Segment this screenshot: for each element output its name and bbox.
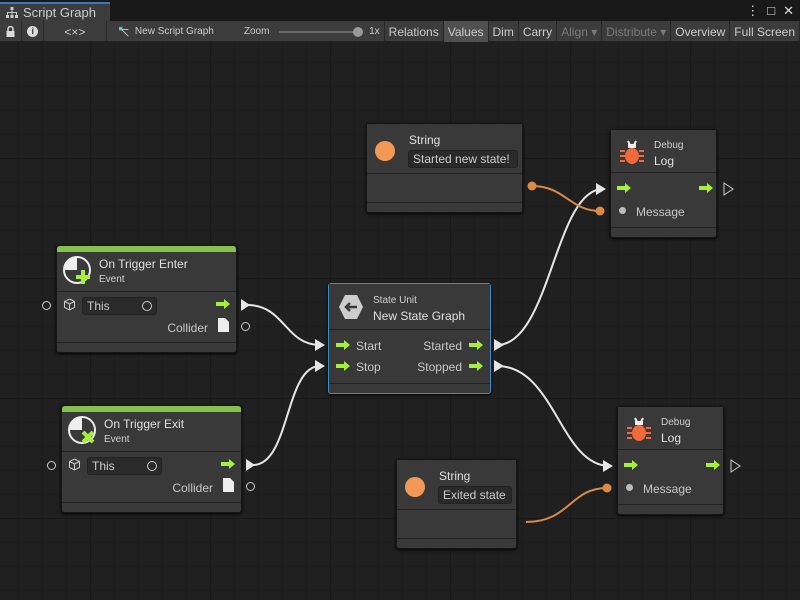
hierarchy-icon <box>6 6 18 18</box>
lock-icon <box>6 26 15 37</box>
output-port[interactable] <box>246 482 255 491</box>
code-button[interactable]: <×> <box>44 21 107 42</box>
node-title: Log <box>654 154 675 168</box>
node-subtitle: Debug <box>661 417 691 428</box>
bug-icon <box>620 140 644 164</box>
flow-arrow-icon <box>336 361 350 371</box>
tab-script-graph[interactable]: Script Graph <box>0 2 110 21</box>
target-value: This <box>92 459 115 473</box>
output-label: Collider <box>172 481 213 495</box>
gameobject-icon <box>64 298 75 311</box>
target-value: This <box>87 299 110 313</box>
flow-arrow-icon <box>336 340 350 350</box>
node-string-started[interactable]: String Started new state! <box>366 123 523 213</box>
node-subtitle: Debug <box>654 140 684 151</box>
input-port[interactable] <box>47 461 56 470</box>
trigger-enter-icon <box>63 256 91 284</box>
overview-button[interactable]: Overview <box>671 21 731 42</box>
node-on-trigger-exit[interactable]: On Trigger Exit Event This Collider <box>61 405 242 513</box>
info-button[interactable]: i <box>22 21 44 42</box>
values-button[interactable]: Values <box>443 21 489 42</box>
gameobject-icon <box>69 458 80 471</box>
document-icon <box>223 478 234 492</box>
string-value-field[interactable]: Exited state <box>438 486 512 504</box>
message-label: Message <box>643 482 692 496</box>
started-port-label: Started <box>423 339 462 353</box>
node-title: String <box>439 469 471 483</box>
graph-breadcrumb: New Script Graph Zoom 1x <box>107 21 385 42</box>
flow-arrow-icon <box>469 361 483 371</box>
info-icon: i <box>27 26 39 37</box>
string-icon <box>405 477 425 497</box>
output-port[interactable] <box>241 322 250 331</box>
node-title: New State Graph <box>373 309 466 323</box>
zoom-label: Zoom <box>243 26 270 37</box>
flow-arrow-icon <box>221 459 235 469</box>
node-on-trigger-enter[interactable]: On Trigger Enter Event This Collider <box>56 245 237 353</box>
state-unit-icon <box>339 295 363 319</box>
relations-button[interactable]: Relations <box>385 21 444 42</box>
close-icon[interactable]: ✕ <box>783 3 794 18</box>
toolbar: i <×> New Script Graph Zoom 1x Relations… <box>0 21 800 42</box>
graph-name[interactable]: New Script Graph <box>134 26 214 37</box>
tab-bar: Script Graph ⋮ □ ✕ <box>0 0 800 21</box>
target-picker-icon[interactable] <box>142 301 152 311</box>
flow-arrow-icon <box>469 340 483 350</box>
string-icon <box>375 141 395 161</box>
node-title: Log <box>661 431 682 445</box>
trigger-exit-icon <box>68 416 96 444</box>
node-state-unit[interactable]: State Unit New State Graph Start Stop St… <box>328 283 491 394</box>
input-port[interactable] <box>42 301 51 310</box>
maximize-icon[interactable]: □ <box>767 3 776 18</box>
carry-button[interactable]: Carry <box>519 21 558 42</box>
flow-arrow-icon <box>617 183 631 193</box>
zoom-slider[interactable] <box>279 26 364 37</box>
target-field[interactable]: This <box>82 297 157 315</box>
zoom-value: 1x <box>369 26 380 37</box>
node-subtitle: Event <box>99 274 125 285</box>
node-string-exited[interactable]: String Exited state <box>396 459 517 549</box>
bug-icon <box>627 417 651 441</box>
output-label: Collider <box>167 321 208 335</box>
full-screen-button[interactable]: Full Screen <box>730 21 800 42</box>
node-title: On Trigger Enter <box>99 257 188 271</box>
node-subtitle: Event <box>104 434 130 445</box>
node-subtitle: State Unit <box>373 295 417 306</box>
string-value-field[interactable]: Started new state! <box>408 150 518 168</box>
target-picker-icon[interactable] <box>147 461 157 471</box>
flow-arrow-icon <box>699 183 713 193</box>
start-port-label: Start <box>356 339 382 353</box>
message-label: Message <box>636 205 685 219</box>
node-title: On Trigger Exit <box>104 417 185 431</box>
document-icon <box>218 318 229 332</box>
lock-button[interactable] <box>0 21 23 42</box>
stopped-port-label: Stopped <box>417 360 462 374</box>
flow-arrow-icon <box>216 299 230 309</box>
message-port-dot <box>626 484 633 491</box>
node-title: String <box>409 133 441 147</box>
node-debug-log-2[interactable]: Debug Log Message <box>617 406 724 515</box>
flow-arrow-icon <box>706 460 720 470</box>
target-field[interactable]: This <box>87 457 162 475</box>
graph-icon <box>118 26 129 37</box>
message-port-dot <box>619 207 626 214</box>
dim-button[interactable]: Dim <box>489 21 519 42</box>
node-debug-log-1[interactable]: Debug Log Message <box>610 129 717 238</box>
align-dropdown[interactable]: Align ▾ <box>557 21 603 42</box>
stop-port-label: Stop <box>356 360 381 374</box>
flow-arrow-icon <box>624 460 638 470</box>
tab-title: Script Graph <box>23 5 96 20</box>
menu-icon[interactable]: ⋮ <box>746 3 760 18</box>
distribute-dropdown[interactable]: Distribute ▾ <box>602 21 672 42</box>
zoom-slider-thumb[interactable] <box>353 26 364 37</box>
